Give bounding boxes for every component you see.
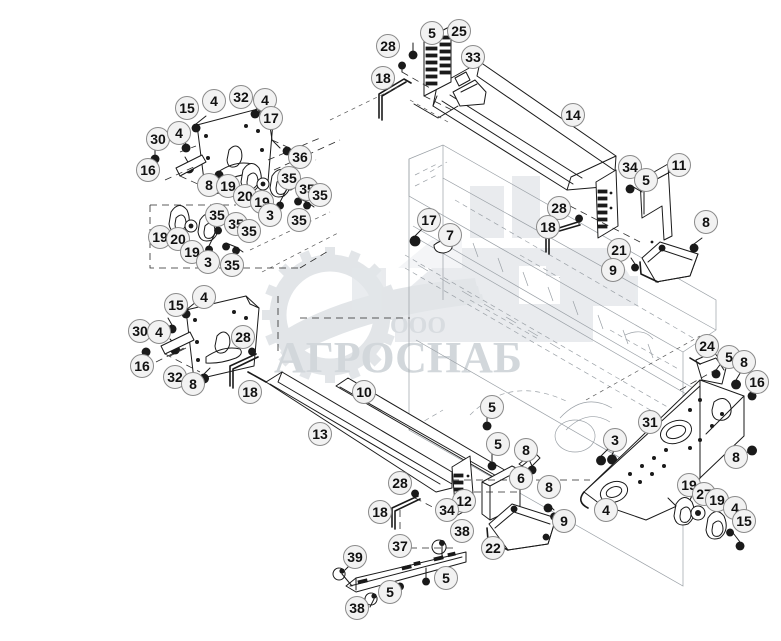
callout-35[interactable]: 35	[277, 166, 301, 190]
callout-3[interactable]: 3	[258, 203, 282, 227]
callout-3[interactable]: 3	[603, 428, 627, 452]
callout-28[interactable]: 28	[376, 34, 400, 58]
callout-4[interactable]: 4	[167, 121, 191, 145]
callout-4[interactable]: 4	[147, 320, 171, 344]
part-38-fasteners	[364, 539, 447, 608]
hinge-cluster-bottom-right	[667, 497, 745, 551]
callout-35[interactable]: 35	[287, 208, 311, 232]
callout-37[interactable]: 37	[388, 534, 412, 558]
callout-4[interactable]: 4	[594, 498, 618, 522]
callout-38[interactable]: 38	[450, 519, 474, 543]
callout-28[interactable]: 28	[388, 471, 412, 495]
callout-15[interactable]: 15	[164, 293, 188, 317]
callout-16[interactable]: 16	[136, 158, 160, 182]
part-37-bar	[345, 551, 467, 593]
callout-5[interactable]: 5	[486, 432, 510, 456]
callout-16[interactable]: 16	[745, 370, 769, 394]
callout-31[interactable]: 31	[638, 410, 662, 434]
part-8-screw-right	[689, 237, 703, 253]
callout-15[interactable]: 15	[732, 509, 756, 533]
callout-8[interactable]: 8	[181, 372, 205, 396]
part-9-screw-right	[630, 257, 639, 272]
callout-5[interactable]: 5	[480, 395, 504, 419]
callout-8[interactable]: 8	[537, 475, 561, 499]
callout-35[interactable]: 35	[220, 253, 244, 277]
callout-11[interactable]: 11	[667, 153, 691, 177]
callout-9[interactable]: 9	[601, 258, 625, 282]
part-33-clamp	[452, 71, 487, 107]
callout-28[interactable]: 28	[231, 325, 255, 349]
callout-10[interactable]: 10	[352, 380, 376, 404]
part-16-rod-upper	[164, 154, 212, 191]
callout-18[interactable]: 18	[368, 500, 392, 524]
callout-5[interactable]: 5	[634, 168, 658, 192]
part-21-shield	[639, 241, 699, 283]
part-18-rod-bottom	[391, 495, 421, 530]
callout-17[interactable]: 17	[259, 106, 283, 130]
callout-14[interactable]: 14	[561, 103, 585, 127]
callout-17[interactable]: 17	[417, 208, 441, 232]
callout-39[interactable]: 39	[343, 545, 367, 569]
callout-32[interactable]: 32	[229, 85, 253, 109]
callout-18[interactable]: 18	[536, 215, 560, 239]
callout-18[interactable]: 18	[238, 380, 262, 404]
part-16-rod-lower	[155, 331, 201, 373]
callout-6[interactable]: 6	[509, 466, 533, 490]
watermark-line1: ООО	[390, 313, 446, 339]
callout-15[interactable]: 15	[175, 96, 199, 120]
callout-8[interactable]: 8	[514, 438, 538, 462]
watermark-line2: АГРОСНАБ	[274, 333, 522, 382]
callout-33[interactable]: 33	[461, 45, 485, 69]
callout-8[interactable]: 8	[694, 210, 718, 234]
callout-5[interactable]: 5	[378, 580, 402, 604]
callout-24[interactable]: 24	[695, 334, 719, 358]
callout-36[interactable]: 36	[288, 145, 312, 169]
part-31-side-plate	[580, 379, 745, 521]
callout-5[interactable]: 5	[434, 566, 458, 590]
callout-35[interactable]: 35	[308, 183, 332, 207]
callout-8[interactable]: 8	[197, 173, 221, 197]
part-18-rod-lower-left	[229, 353, 259, 389]
callout-38[interactable]: 38	[345, 596, 369, 620]
callout-7[interactable]: 7	[438, 223, 462, 247]
part-3-screw-plate	[596, 447, 610, 466]
callout-13[interactable]: 13	[308, 422, 332, 446]
callout-18[interactable]: 18	[371, 66, 395, 90]
part-28-pin-right	[575, 214, 583, 225]
callout-5[interactable]: 5	[420, 21, 444, 45]
callout-21[interactable]: 21	[607, 238, 631, 262]
part-28-pin-top	[398, 61, 431, 89]
part-5-fastener-top	[408, 42, 418, 60]
callout-3[interactable]: 3	[196, 250, 220, 274]
callout-4[interactable]: 4	[192, 285, 216, 309]
callout-25[interactable]: 25	[447, 19, 471, 43]
callout-9[interactable]: 9	[552, 509, 576, 533]
part-34-bracket-right	[569, 169, 641, 243]
callout-35[interactable]: 35	[237, 219, 261, 243]
callout-16[interactable]: 16	[130, 354, 154, 378]
callout-28[interactable]: 28	[547, 196, 571, 220]
callout-34[interactable]: 34	[435, 498, 459, 522]
part-39-fastener	[332, 563, 353, 587]
part-28-pin-lower-left	[248, 347, 256, 357]
callout-8[interactable]: 8	[724, 445, 748, 469]
callout-22[interactable]: 22	[481, 536, 505, 560]
callout-4[interactable]: 4	[202, 89, 226, 113]
